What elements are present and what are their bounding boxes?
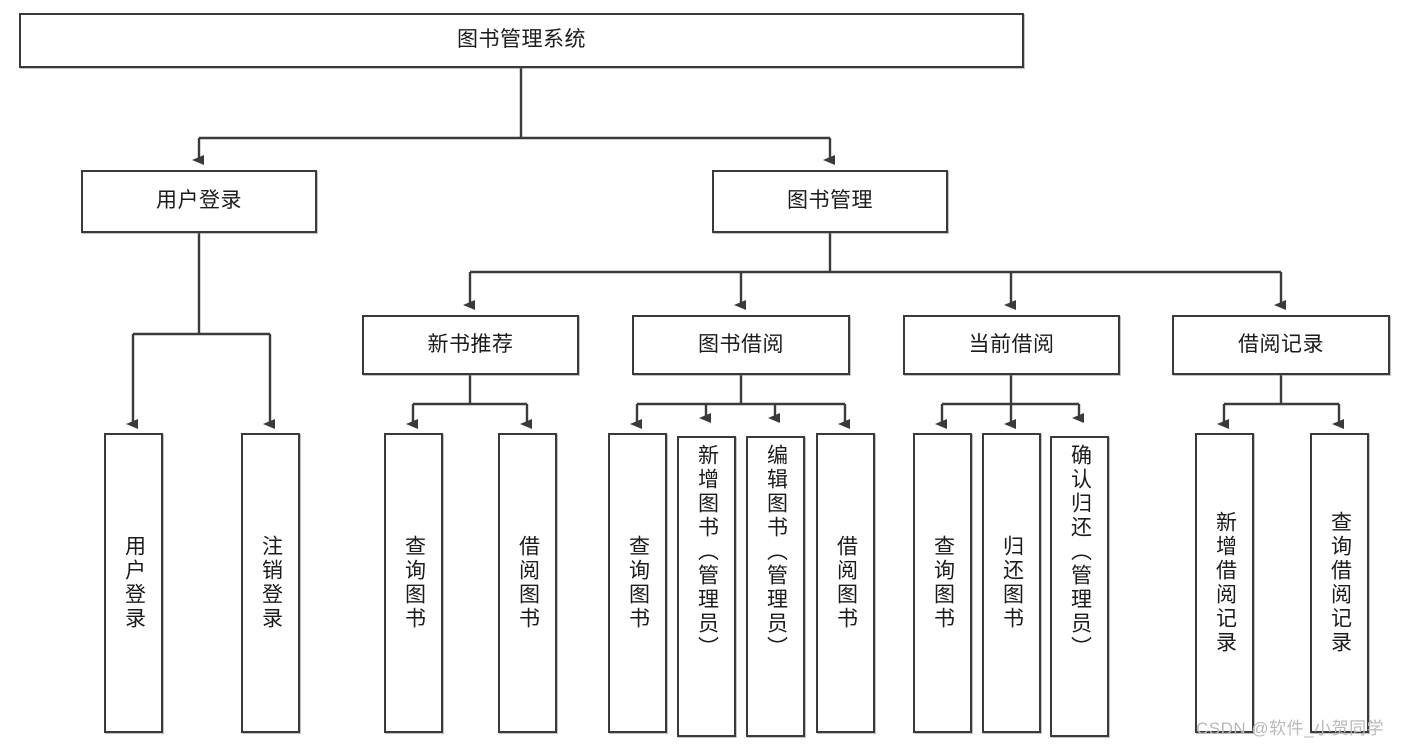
node-new-book-rec[interactable]: 新书推荐: [362, 315, 579, 375]
node-leaf-user-logout-label: 注销登录: [259, 535, 283, 631]
leaf-query-book-3-inner: 查询图书: [915, 435, 970, 731]
node-leaf-query-record-label: 查询借阅记录: [1328, 511, 1352, 655]
leaf-query-book-1-inner: 查询图书: [386, 435, 441, 731]
node-leaf-query-book-3-label: 查询图书: [931, 535, 955, 631]
node-user-login-label: 用户登录: [156, 189, 242, 213]
leaf-return-book-inner: 归还图书: [984, 435, 1039, 731]
node-leaf-borrow-book-2-label: 借阅图书: [834, 535, 858, 631]
leaf-borrow-book-1-inner: 借阅图书: [500, 435, 555, 731]
node-leaf-query-book-1[interactable]: 查询图书: [384, 433, 443, 733]
node-leaf-confirm-return-label: 确认归还（管理员）: [1068, 444, 1092, 660]
leaf-borrow-book-2-inner: 借阅图书: [818, 435, 873, 731]
leaf-edit-book-inner: 编辑图书（管理员）: [748, 438, 803, 741]
node-borrow-record[interactable]: 借阅记录: [1172, 315, 1390, 375]
node-leaf-user-login[interactable]: 用户登录: [104, 433, 163, 733]
node-root-label: 图书管理系统: [457, 28, 586, 52]
leaf-query-record-inner: 查询借阅记录: [1312, 435, 1367, 731]
node-new-book-rec-label: 新书推荐: [427, 332, 514, 356]
node-leaf-return-book-label: 归还图书: [1000, 535, 1024, 631]
node-current-borrow[interactable]: 当前借阅: [903, 315, 1120, 375]
node-leaf-edit-book[interactable]: 编辑图书（管理员）: [746, 436, 805, 737]
node-leaf-add-record[interactable]: 新增借阅记录: [1195, 433, 1254, 733]
node-leaf-user-logout[interactable]: 注销登录: [241, 433, 300, 733]
leaf-user-login-inner: 用户登录: [106, 435, 161, 731]
node-leaf-query-book-2[interactable]: 查询图书: [608, 433, 667, 733]
node-book-manage-label: 图书管理: [787, 189, 873, 213]
node-leaf-borrow-book-1-label: 借阅图书: [516, 535, 540, 631]
node-root[interactable]: 图书管理系统: [19, 13, 1024, 68]
watermark-text: CSDN @软件_小贺同学: [1196, 719, 1385, 738]
node-leaf-edit-book-label: 编辑图书（管理员）: [764, 444, 788, 660]
leaf-user-logout-inner: 注销登录: [243, 435, 298, 731]
node-leaf-borrow-book-1[interactable]: 借阅图书: [498, 433, 557, 733]
node-leaf-query-book-1-label: 查询图书: [402, 535, 426, 631]
node-user-login[interactable]: 用户登录: [81, 170, 317, 233]
node-borrow-record-label: 借阅记录: [1238, 332, 1324, 356]
leaf-add-record-inner: 新增借阅记录: [1197, 435, 1252, 731]
node-leaf-confirm-return[interactable]: 确认归还（管理员）: [1050, 436, 1109, 737]
node-leaf-add-book-label: 新增图书（管理员）: [695, 444, 719, 660]
node-leaf-query-record[interactable]: 查询借阅记录: [1310, 433, 1369, 733]
leaf-query-book-2-inner: 查询图书: [610, 435, 665, 731]
node-leaf-add-book[interactable]: 新增图书（管理员）: [677, 436, 736, 737]
node-leaf-return-book[interactable]: 归还图书: [982, 433, 1041, 733]
node-leaf-add-record-label: 新增借阅记录: [1213, 511, 1237, 655]
node-leaf-user-login-label: 用户登录: [122, 535, 146, 631]
node-leaf-borrow-book-2[interactable]: 借阅图书: [816, 433, 875, 733]
node-leaf-query-book-2-label: 查询图书: [626, 535, 650, 631]
node-book-borrow-label: 图书借阅: [698, 332, 784, 356]
leaf-add-book-inner: 新增图书（管理员）: [679, 438, 734, 741]
leaf-confirm-return-inner: 确认归还（管理员）: [1052, 438, 1107, 741]
node-book-borrow[interactable]: 图书借阅: [632, 315, 850, 375]
node-book-manage[interactable]: 图书管理: [712, 170, 948, 233]
node-leaf-query-book-3[interactable]: 查询图书: [913, 433, 972, 733]
node-current-borrow-label: 当前借阅: [968, 332, 1055, 356]
